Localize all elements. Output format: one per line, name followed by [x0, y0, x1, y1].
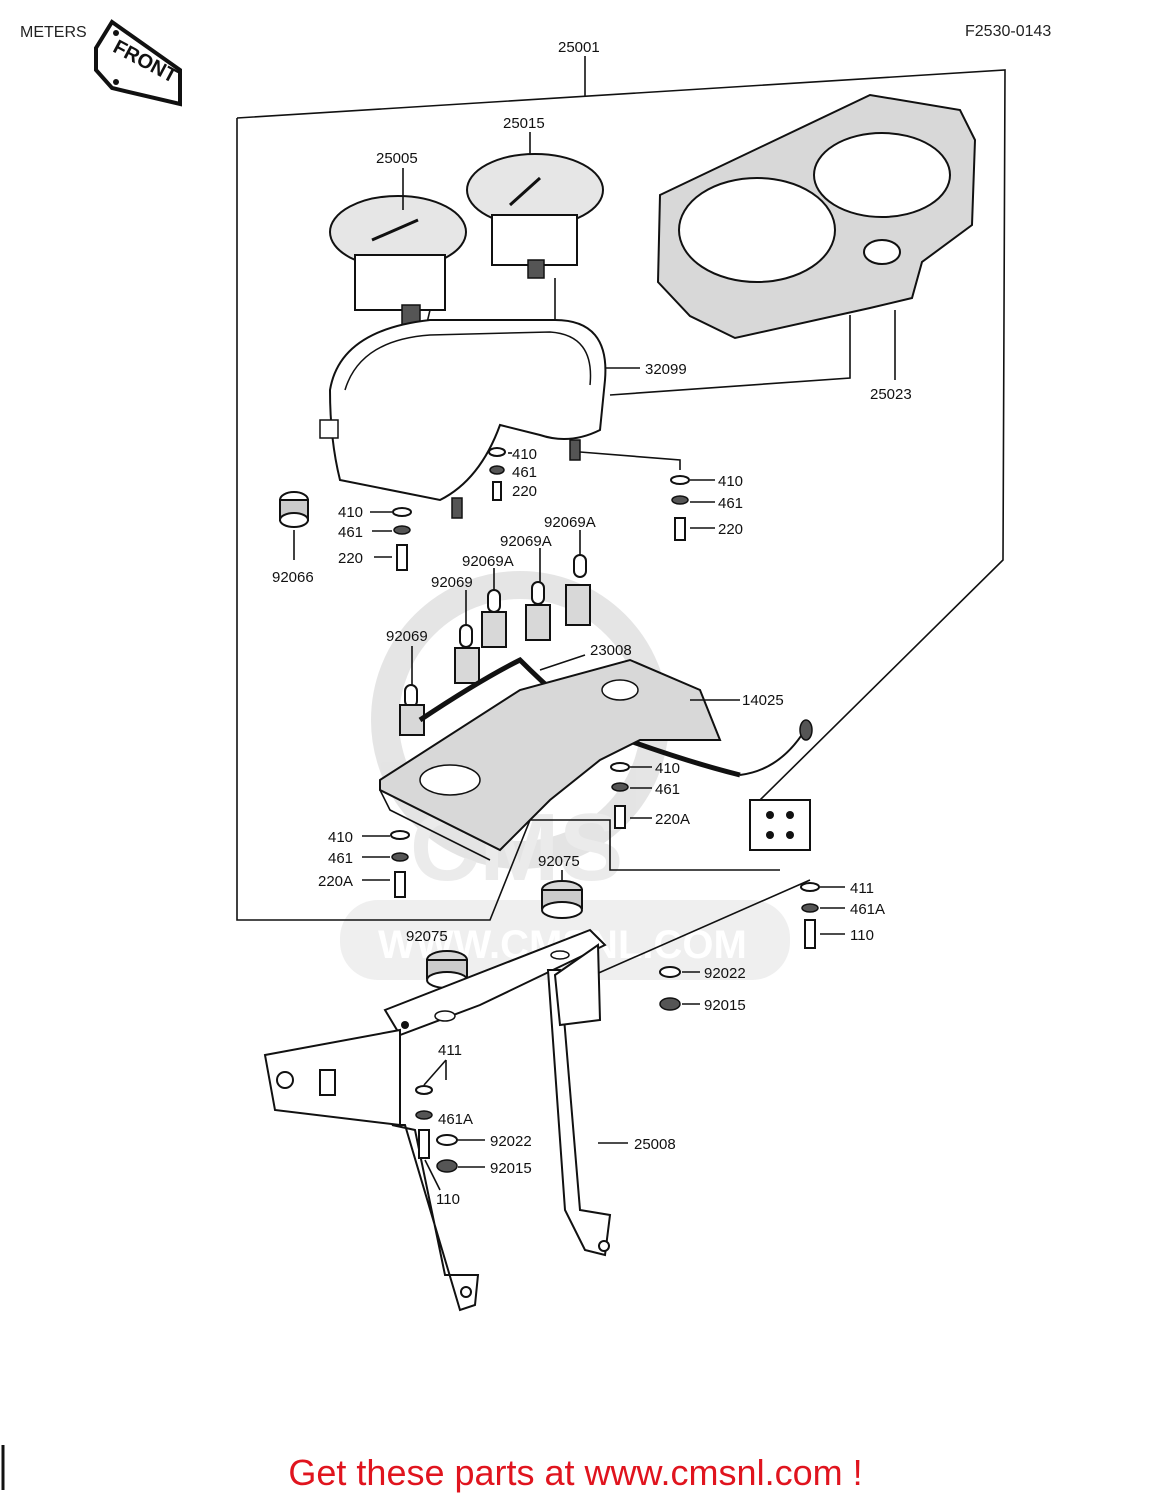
part-label: 411 — [850, 880, 874, 897]
part-label: 92069 — [431, 574, 473, 591]
grommet — [279, 491, 309, 528]
hardware-group-f — [800, 882, 820, 949]
part-label: 461 — [328, 850, 353, 867]
part-label: 461A — [850, 901, 885, 918]
part-label: 23008 — [590, 642, 632, 659]
part-label: 25023 — [870, 386, 912, 403]
harness-connector — [749, 799, 811, 851]
part-label: 92069A — [462, 553, 514, 570]
promo-link[interactable]: Get these parts at www.cmsnl.com ! — [288, 1452, 863, 1493]
part-label: 461A — [438, 1111, 473, 1128]
tachometer — [466, 153, 604, 279]
part-label: 92075 — [406, 928, 448, 945]
meter-base-plate — [379, 658, 722, 861]
bulb-sockets — [399, 554, 591, 736]
hardware-group-e — [390, 830, 410, 898]
front-arrow-icon: FRONT — [94, 19, 182, 107]
part-label: 92022 — [490, 1133, 532, 1150]
part-label: 92069A — [500, 533, 552, 550]
diagram-code: F2530-0143 — [965, 23, 1051, 40]
part-label: 92015 — [490, 1160, 532, 1177]
part-label: 220A — [318, 873, 353, 890]
part-label: 92075 — [538, 853, 580, 870]
part-label: 410 — [655, 760, 680, 777]
part-label: 220 — [338, 550, 363, 567]
assembly-outline — [236, 69, 1006, 801]
part-label: 461 — [655, 781, 680, 798]
part-labels: 25001 25015 25005 32099 25023 410 461 22… — [272, 39, 912, 1208]
part-label: 410 — [338, 504, 363, 521]
part-label: 410 — [328, 829, 353, 846]
part-label: 92022 — [704, 965, 746, 982]
part-label: 25008 — [634, 1136, 676, 1153]
part-label: 92069A — [544, 514, 596, 531]
hardware-group-c — [392, 507, 412, 571]
nut-92015 — [659, 997, 681, 1011]
part-label: 110 — [850, 927, 874, 944]
hardware-group-b — [670, 475, 690, 541]
hardware-group-g — [415, 1085, 458, 1173]
speedometer — [329, 195, 467, 326]
part-label: 410 — [718, 473, 743, 490]
part-label: 25015 — [503, 115, 545, 132]
part-label: 461 — [338, 524, 363, 541]
part-label: 92066 — [272, 569, 314, 586]
part-label: 25001 — [558, 39, 600, 56]
meter-housing — [656, 93, 977, 340]
washer-92022 — [659, 966, 681, 978]
page-title: METERS — [20, 24, 87, 41]
part-label: 25005 — [376, 150, 418, 167]
part-label: 220 — [718, 521, 743, 538]
part-label: 220A — [655, 811, 690, 828]
part-label: 411 — [438, 1042, 462, 1059]
part-label: 32099 — [645, 361, 687, 378]
meter-bracket — [263, 928, 612, 1312]
part-label: 461 — [512, 464, 537, 481]
part-label: 220 — [512, 483, 537, 500]
part-label: 92069 — [386, 628, 428, 645]
part-label: 92015 — [704, 997, 746, 1014]
grommet-92075-upper — [541, 880, 583, 919]
hardware-group-a — [488, 447, 506, 501]
part-label: 14025 — [742, 692, 784, 709]
part-label: 410 — [512, 446, 537, 463]
meter-case — [319, 319, 607, 519]
hardware-group-d — [610, 762, 630, 829]
part-label: 461 — [718, 495, 743, 512]
part-label: 110 — [436, 1191, 460, 1208]
